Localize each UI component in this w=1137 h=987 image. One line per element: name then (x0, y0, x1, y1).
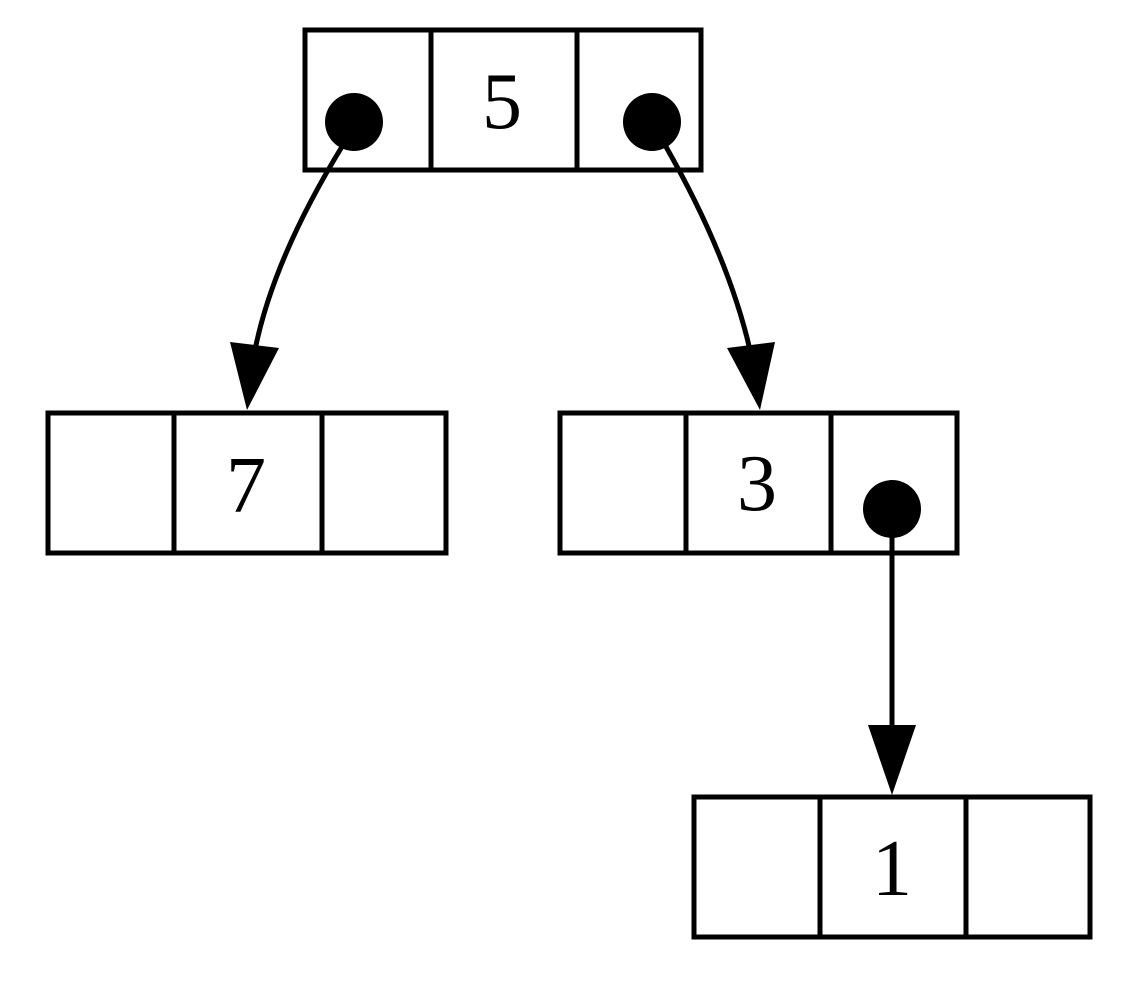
arrowhead (868, 725, 916, 795)
value-cell (817, 794, 969, 940)
left-pointer-dot (325, 93, 383, 151)
arrowhead (727, 342, 775, 410)
tree-node-1: 1 (691, 794, 1093, 940)
left-pointer-cell (691, 794, 823, 940)
left-pointer-cell (557, 410, 689, 556)
right-pointer-cell (963, 794, 1093, 940)
tree-node-5: 5 (302, 27, 704, 173)
value-cell (428, 27, 580, 173)
node-value: 5 (482, 58, 522, 146)
node-value: 1 (872, 825, 912, 913)
tree-node-7: 7 (45, 410, 449, 556)
left-pointer-cell (45, 410, 177, 556)
node-value: 7 (226, 442, 266, 530)
right-pointer-dot (863, 480, 921, 538)
edge-5-to-7 (230, 143, 346, 410)
tree-node-3: 3 (557, 410, 960, 556)
edge-3-to-1 (868, 530, 916, 795)
node-value: 3 (737, 440, 777, 528)
value-cell (683, 410, 834, 556)
right-pointer-dot (623, 93, 681, 151)
right-pointer-cell (319, 410, 449, 556)
edge-5-to-3 (662, 143, 775, 410)
arrowhead (230, 342, 279, 410)
